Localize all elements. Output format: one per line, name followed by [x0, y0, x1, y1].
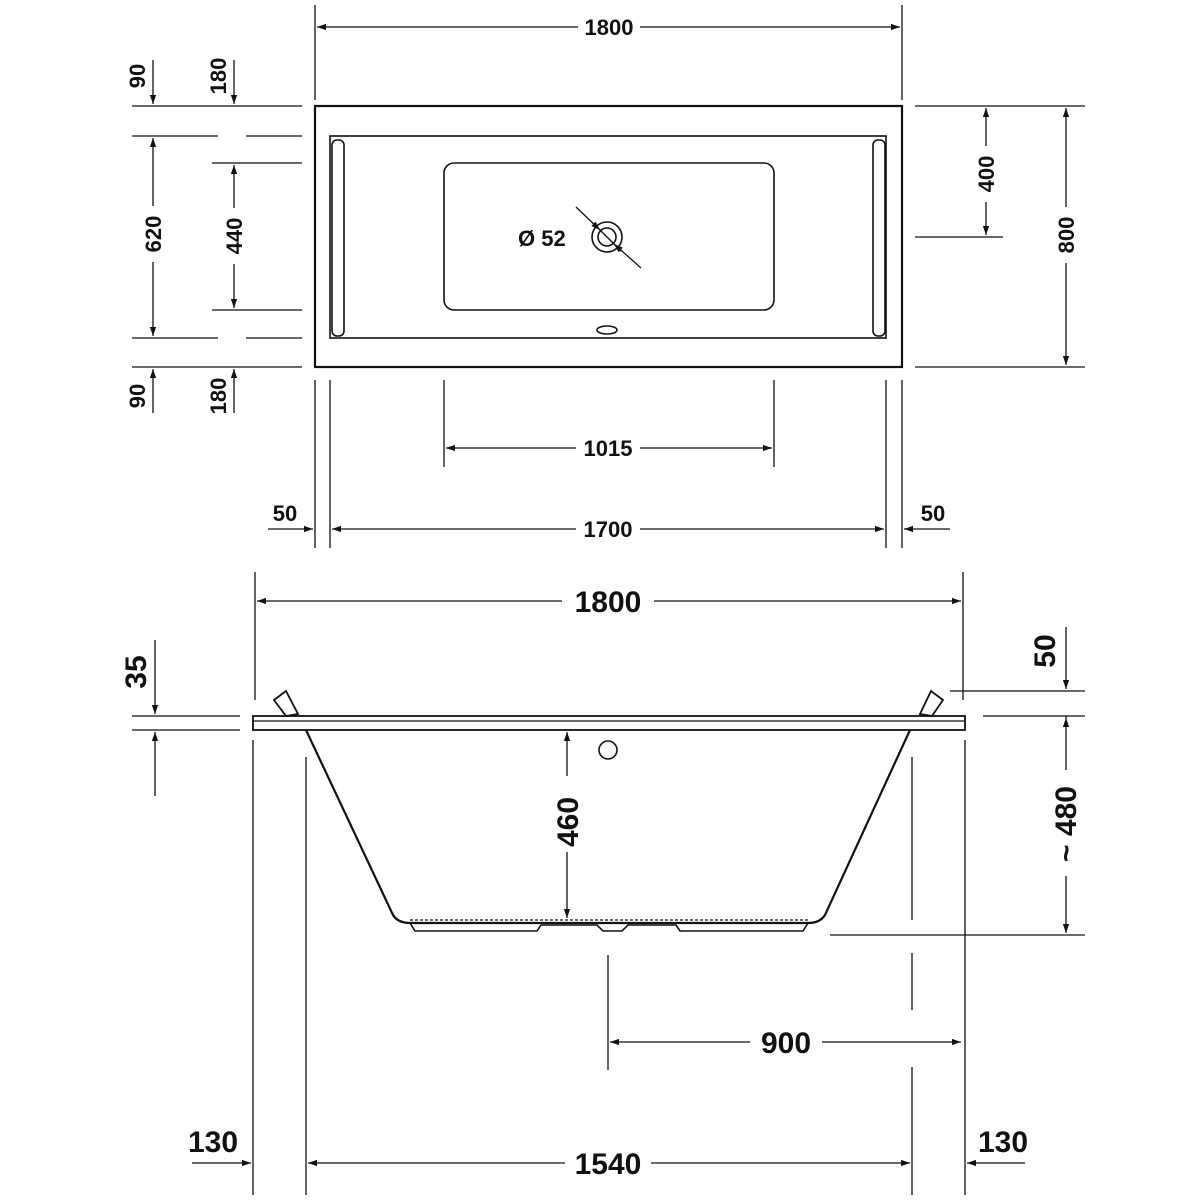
svg-text:1700: 1700	[584, 517, 633, 542]
right-extension-lines	[915, 105, 1085, 368]
svg-text:35: 35	[120, 655, 153, 688]
svg-text:460: 460	[552, 797, 585, 847]
overflow-icon-side	[598, 740, 618, 760]
svg-text:90: 90	[125, 64, 150, 88]
tub-basin-profile	[305, 729, 911, 925]
overflow-icon	[596, 325, 618, 335]
dim-drain-offset: 400	[971, 108, 1001, 235]
tub-inner-rim	[329, 135, 887, 339]
dim-drain-position: 900	[607, 955, 961, 1070]
dim-side-left: 50	[268, 501, 313, 533]
svg-text:50: 50	[921, 501, 945, 526]
svg-text:130: 130	[978, 1126, 1028, 1159]
dim-rim-bottom-large: 180	[206, 369, 238, 415]
tub-outer-outline	[313, 104, 904, 369]
svg-text:440: 440	[222, 218, 247, 255]
dim-backrest-height: 50	[950, 627, 1085, 718]
top-view: Ø 52 1800 1015 1700	[125, 5, 1085, 548]
dim-side-right: 50	[904, 501, 950, 533]
left-headrest	[331, 139, 345, 337]
svg-text:90: 90	[125, 384, 150, 408]
dim-rim-top-small: 90	[125, 60, 157, 104]
dim-base-length: 1540	[308, 1144, 910, 1182]
svg-text:620: 620	[141, 216, 166, 253]
right-headrest	[872, 139, 886, 337]
svg-text:1015: 1015	[584, 436, 633, 461]
dim-overall-length-side: 1800	[254, 572, 964, 700]
drain-icon	[575, 206, 642, 269]
side-view: 1800 35 50 ~ 480 460	[120, 572, 1085, 1195]
dim-rim-top-large: 180	[206, 58, 238, 104]
svg-text:180: 180	[206, 58, 231, 95]
dim-overall-height: ~ 480	[830, 718, 1085, 936]
dim-bottom-width: 440	[219, 165, 249, 308]
tub-basin-bottom	[443, 162, 775, 311]
dim-left-overhang: 130	[188, 1126, 251, 1167]
dim-overall-width: 800	[1051, 108, 1081, 365]
svg-text:~ 480: ~ 480	[1050, 786, 1083, 862]
svg-text:1800: 1800	[575, 586, 642, 619]
left-extension-lines	[132, 105, 302, 368]
tub-rim-slab	[252, 715, 966, 731]
svg-text:1800: 1800	[585, 15, 634, 40]
svg-text:1540: 1540	[575, 1148, 642, 1181]
dim-rim-thickness: 35	[120, 640, 240, 796]
dim-inner-width: 620	[138, 138, 168, 336]
tub-base	[409, 922, 809, 932]
right-backrest	[918, 689, 945, 717]
dim-inner-depth: 460	[549, 732, 585, 918]
dim-bottom-length: 1015	[443, 380, 775, 467]
dim-rim-bottom-small: 90	[125, 369, 157, 413]
svg-text:50: 50	[273, 501, 297, 526]
svg-text:130: 130	[188, 1126, 238, 1159]
dim-overall-length-top: 1800	[314, 5, 903, 100]
drain-diameter-label: Ø 52	[518, 226, 566, 251]
dim-inner-length: 1700	[314, 380, 903, 548]
side-view-extension-lines	[252, 740, 966, 1195]
left-backrest	[272, 689, 300, 717]
svg-text:900: 900	[761, 1027, 811, 1060]
svg-text:800: 800	[1054, 217, 1079, 254]
svg-text:400: 400	[974, 156, 999, 193]
svg-text:180: 180	[206, 378, 231, 415]
dim-right-overhang: 130	[967, 1126, 1028, 1167]
svg-text:50: 50	[1029, 634, 1062, 667]
